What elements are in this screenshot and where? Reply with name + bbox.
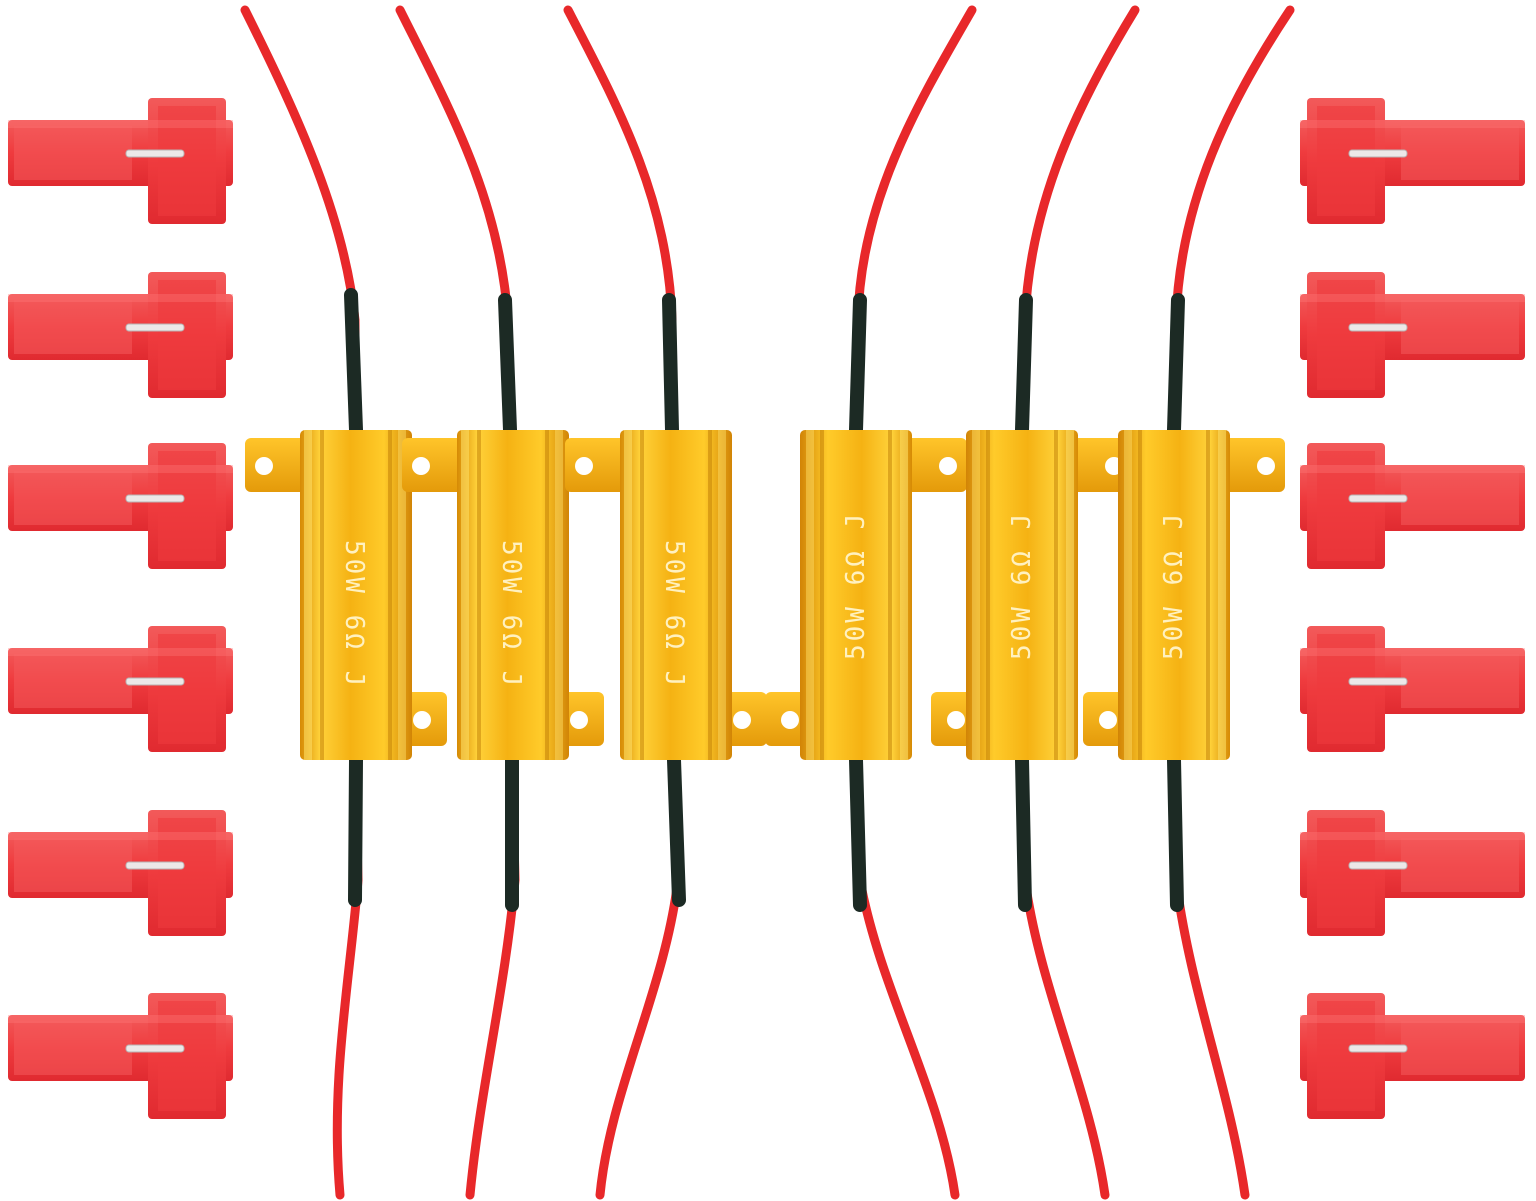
resistor-r6-marking: 50W 6Ω J (1159, 511, 1189, 660)
resistor-r2-marking: 50W 6Ω J (496, 540, 526, 689)
wire-r3-bottom (595, 755, 683, 1200)
heatshrink-r5-top (1015, 293, 1033, 437)
heatshrink-r1-top (344, 288, 363, 437)
resistor-r1: 50W 6Ω J (245, 430, 447, 760)
wire-r3-top (563, 5, 677, 435)
heatshrink-r5-bottom (1015, 753, 1032, 912)
heatshrink-r3-bottom (667, 753, 686, 907)
resistor-r4-marking: 50W 6Ω J (841, 511, 871, 660)
wires (240, 5, 1295, 1200)
heatshrink-r6-bottom (1167, 753, 1184, 912)
wire-r6-top (1169, 5, 1295, 435)
resistor-r5-marking: 50W 6Ω J (1007, 511, 1037, 660)
heatshrink-r4-bottom (849, 753, 867, 912)
heatshrink-r2-top (498, 293, 517, 437)
resistor-r3: 50W 6Ω J (565, 430, 767, 760)
wire-r4-top (851, 5, 977, 435)
wire-r2-top (395, 5, 515, 435)
heatshrink-r4-top (849, 293, 867, 437)
wire-r5-top (1017, 5, 1140, 435)
wire-r4-bottom (851, 755, 960, 1200)
resistor-r3-marking: 50W 6Ω J (659, 540, 689, 689)
heatshrink-r3-top (662, 293, 679, 437)
resistor-r1-marking: 50W 6Ω J (339, 540, 369, 689)
resistor-r2: 50W 6Ω J (402, 430, 604, 760)
heatshrink-r1-bottom (348, 753, 363, 907)
heatshrink-r6-top (1167, 293, 1185, 437)
